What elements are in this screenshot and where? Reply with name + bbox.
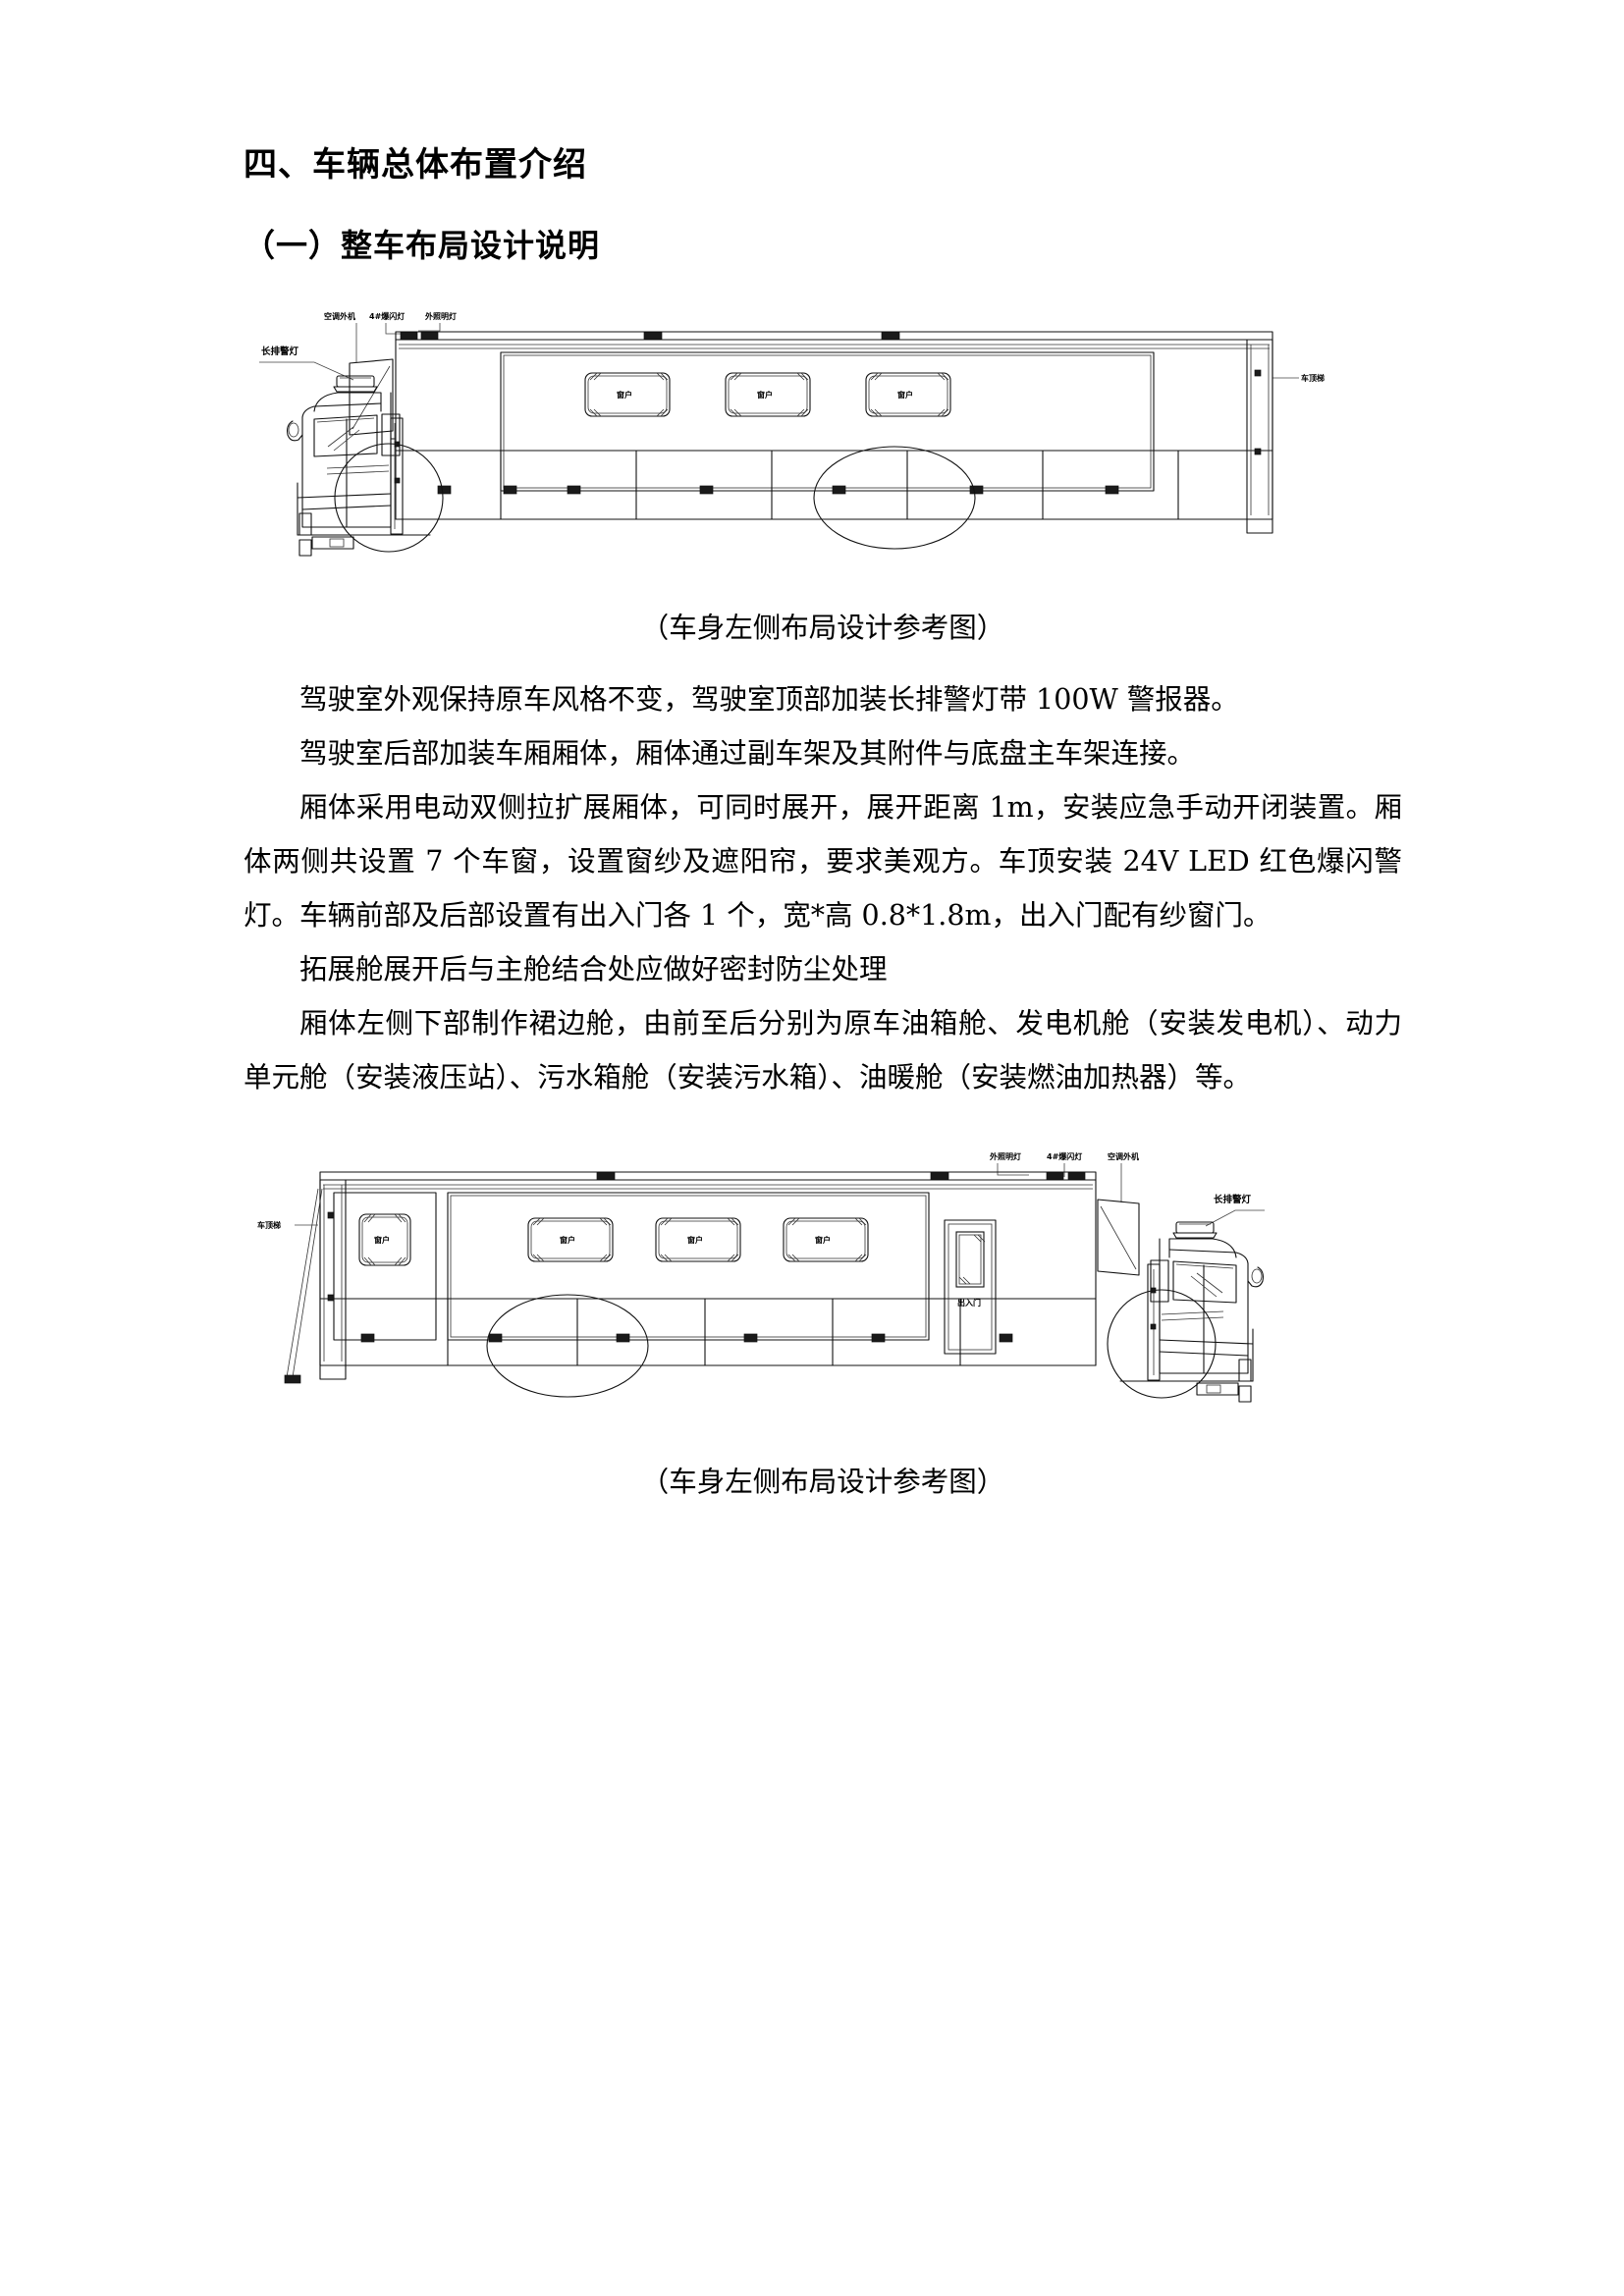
window-4: 窗户 [358, 1213, 411, 1266]
paragraph-4: 拓展舱展开后与主舱结合处应做好密封防尘处理 [299, 953, 888, 987]
roof-device-light [643, 332, 663, 341]
label-roof-ladder-2: 车顶梯 [257, 1220, 281, 1230]
vehicle-drawing-2: 外照明灯 4#爆闪灯 空调外机 长排警灯 车顶梯 [257, 1151, 1265, 1403]
roof-device-flash-1 [400, 332, 418, 341]
paragraph-5: 厢体左侧下部制作裙边舱，由前至后分别为原车油箱舱、发电机舱（安装发电机）、动力单… [244, 1007, 1402, 1095]
front-wheel-arch-2 [1107, 1289, 1217, 1399]
window-2: 窗户 [725, 372, 811, 417]
figure-1-caption: （车身左侧布局设计参考图） [640, 612, 1005, 645]
windows-group-2: 窗户 窗户 [358, 1213, 869, 1266]
annotation-long-bar-light-2: 长排警灯 [1205, 1194, 1265, 1227]
figure-1-vehicle-left-side: 空调外机 4#爆闪灯 外照明灯 长排警灯 车顶梯 [244, 301, 1402, 566]
truck-cab-2 [1107, 1221, 1264, 1403]
page-title: 四、车辆总体布置介绍 [244, 145, 587, 185]
label-entry-door: 出入门 [957, 1298, 981, 1308]
expansion-module-2 [447, 1192, 930, 1341]
page-content: 四、车辆总体布置介绍 （一）整车布局设计说明 空调外机 4#爆闪灯 外照明灯 [244, 0, 1402, 1505]
roof-device-light-3 [930, 1172, 949, 1181]
label-window-1: 窗户 [617, 390, 632, 400]
paragraph-3: 厢体采用电动双侧拉扩展厢体，可同时展开，展开距离 1m，安装应急手动开闭装置。厢… [244, 791, 1402, 933]
windows-group-1: 窗户 窗户 [584, 372, 951, 417]
figure2-gap [244, 1104, 1402, 1142]
window-3: 窗户 [865, 372, 951, 417]
label-long-bar-warning-light-2: 长排警灯 [1214, 1194, 1252, 1205]
entry-door-2: 出入门 [944, 1219, 997, 1355]
figure1-gap [244, 264, 1402, 301]
annotation-group-top-2: 外照明灯 4#爆闪灯 空调外机 [990, 1151, 1139, 1203]
label-ac-outdoor-unit: 空调外机 [324, 311, 355, 321]
chassis-riser-1 [390, 417, 404, 535]
top-spacer [244, 0, 1402, 145]
label-exterior-light-2: 外照明灯 [990, 1151, 1021, 1161]
label-flash-light: 4#爆闪灯 [369, 311, 405, 321]
figure-2-vehicle-left-side: 外照明灯 4#爆闪灯 空调外机 长排警灯 车顶梯 [244, 1142, 1402, 1426]
front-wheel-arch-1 [334, 443, 444, 553]
window-7: 窗户 [783, 1217, 869, 1262]
figure-2-caption: （车身左侧布局设计参考图） [640, 1466, 1005, 1499]
figure1-caption-gap [244, 566, 1402, 606]
label-exterior-light: 外照明灯 [425, 311, 457, 321]
label-window-3: 窗户 [897, 390, 913, 400]
label-roof-ladder: 车顶梯 [1301, 373, 1325, 383]
label-window-6: 窗户 [687, 1235, 703, 1245]
roof-device-light-4 [596, 1172, 616, 1181]
box-body-1 [395, 331, 1273, 550]
label-window-5: 窗户 [560, 1235, 575, 1245]
roof-device-flash-4 [1067, 1172, 1086, 1181]
annotation-long-bar-light: 长排警灯 [259, 346, 354, 381]
label-flash-light-2: 4#爆闪灯 [1047, 1151, 1082, 1161]
label-long-bar-warning-light: 长排警灯 [261, 346, 299, 357]
front-panel-2 [333, 1192, 437, 1341]
rear-wheel-arch-1 [813, 446, 976, 550]
label-window-7: 窗户 [815, 1235, 831, 1245]
roof-device-flash-3 [1046, 1172, 1064, 1181]
annotation-roof-ladder: 车顶梯 [1272, 373, 1325, 383]
figure2-caption-gap [244, 1426, 1402, 1460]
chassis-riser-2 [1147, 1263, 1161, 1381]
roof-device-light-2 [881, 332, 900, 341]
expansion-module-1 [500, 351, 1155, 492]
paragraph-1: 驾驶室外观保持原车风格不变，驾驶室顶部加装长排警灯带 100W 警报器。 [299, 683, 1239, 717]
truck-cab-1 [287, 375, 444, 557]
annotation-roof-ladder-2: 车顶梯 [257, 1220, 318, 1230]
caption-body-gap [244, 651, 1402, 672]
rear-wheel-arch-2 [486, 1294, 649, 1398]
box-body-2 [284, 1171, 1097, 1398]
window-5: 窗户 [527, 1217, 614, 1262]
label-ac-outdoor-unit-2: 空调外机 [1108, 1151, 1139, 1161]
section-heading: （一）整车布局设计说明 [244, 226, 601, 264]
window-1: 窗户 [584, 372, 671, 417]
label-window-4: 窗户 [374, 1235, 390, 1245]
vehicle-drawing-1: 空调外机 4#爆闪灯 外照明灯 长排警灯 车顶梯 [259, 311, 1325, 557]
ac-outdoor-unit-1 [349, 358, 394, 436]
roof-device-flash-2 [420, 332, 439, 341]
label-window-2: 窗户 [757, 390, 773, 400]
paragraph-2: 驾驶室后部加装车厢厢体，厢体通过副车架及其附件与底盘主车架连接。 [299, 737, 1196, 771]
heading-gap [244, 186, 1402, 227]
ac-outdoor-unit-2 [1097, 1199, 1140, 1276]
window-6: 窗户 [655, 1217, 741, 1262]
